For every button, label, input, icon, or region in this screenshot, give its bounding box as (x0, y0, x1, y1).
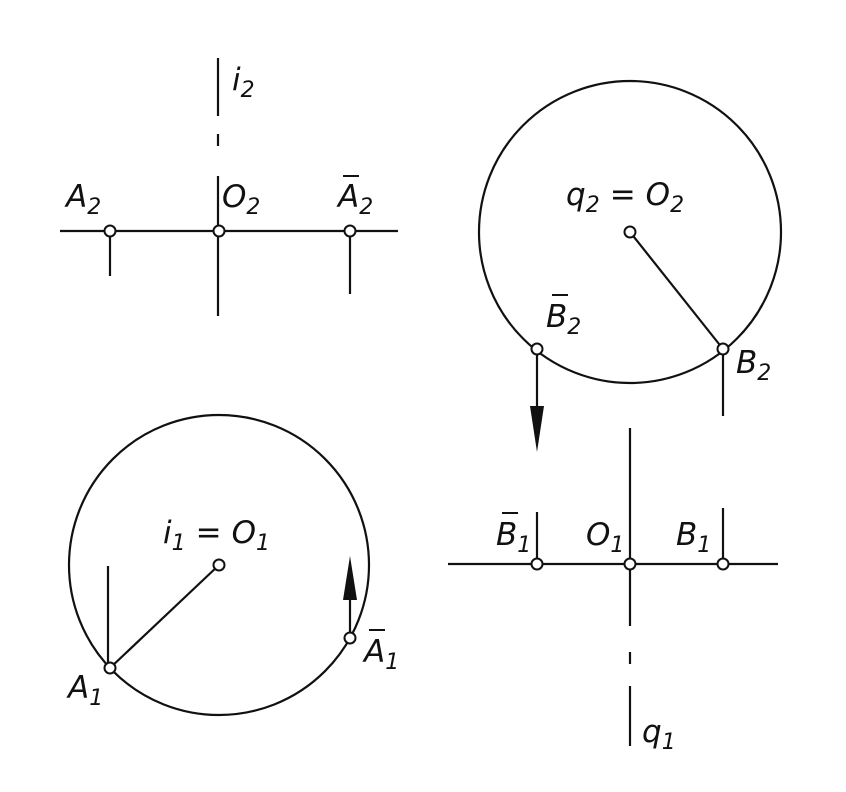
point-A2 (103, 224, 117, 238)
point-O2-center (623, 225, 637, 239)
upper-right-view: q2=O2 B2 B2 (477, 79, 783, 452)
label-B1: B1 (676, 517, 711, 558)
label-B2: B2 (736, 345, 771, 386)
point-B1-bar (530, 557, 544, 571)
upper-left-view: i2 A2 O2 A2 (60, 58, 398, 316)
label-A1: A1 (66, 670, 103, 711)
label-i1-equals-O1: i1=O1 (163, 515, 270, 556)
point-B2 (716, 342, 730, 356)
label-A2: A2 (64, 179, 101, 220)
radius-O2-B2 (629, 231, 724, 350)
rotation-circle-upper-right (477, 79, 783, 385)
label-q2-equals-O2: q2=O2 (566, 177, 684, 218)
lower-left-view: i1=O1 A1 A1 (66, 413, 399, 717)
point-A1-bar (343, 631, 357, 645)
point-O1 (623, 557, 637, 571)
point-B1 (716, 557, 730, 571)
label-O2: O2 (222, 179, 260, 220)
rotation-circle-lower-left (67, 413, 371, 717)
lower-right-view: B1 O1 B1 q1 (448, 428, 778, 755)
point-O1-center (212, 558, 226, 572)
label-q1: q1 (642, 714, 676, 755)
arrow-down-B2-bar (530, 406, 544, 452)
point-A2-bar (343, 224, 357, 238)
arrow-up-A1-bar (343, 556, 357, 600)
label-B2-bar: B2 (546, 299, 581, 340)
label-i2: i2 (232, 62, 255, 103)
point-O2 (212, 224, 226, 238)
label-A2-bar: A2 (336, 179, 373, 220)
point-B2-bar (530, 342, 544, 356)
radius-O1-A1 (109, 564, 220, 669)
label-B1-bar: B1 (496, 517, 531, 558)
point-A1 (103, 661, 117, 675)
label-O1: O1 (586, 517, 624, 558)
label-A1-bar: A1 (362, 634, 399, 675)
